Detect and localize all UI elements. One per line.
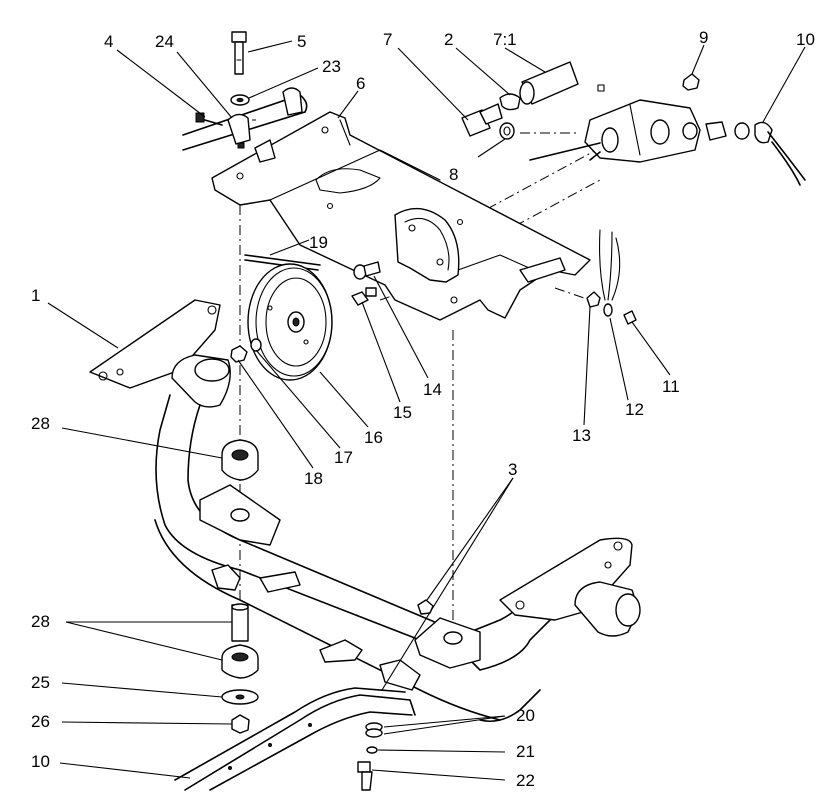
callout-7-1: 8 xyxy=(449,165,458,184)
callout-4: 4 xyxy=(104,32,113,51)
hose-10 xyxy=(754,121,806,186)
callout-13: 12 xyxy=(625,400,644,419)
hydraulic-pump xyxy=(529,84,701,163)
callout-8: 7:1 xyxy=(493,30,517,49)
nut-9 xyxy=(682,73,700,91)
callout-27: 26 xyxy=(31,712,50,731)
lockwasher-22 xyxy=(366,746,378,754)
hose-assembly xyxy=(461,61,579,140)
washer-26 xyxy=(221,689,259,705)
nut-27 xyxy=(231,714,250,734)
callout-18: 17 xyxy=(334,448,353,467)
callout-24: 23 xyxy=(322,57,341,76)
bolt-4 xyxy=(195,112,223,126)
callout-22: 21 xyxy=(516,742,535,761)
ground-wire xyxy=(586,229,637,325)
pin-15 xyxy=(353,261,381,280)
callout-labels: 4 24 5 23 6 7 2 7:1 8 9 10 19 1 28 18 17… xyxy=(31,28,815,790)
callout-15: 14 xyxy=(423,380,442,399)
nut-19 xyxy=(230,345,248,363)
callout-17: 16 xyxy=(364,428,383,447)
callout-1: 1 xyxy=(31,286,40,305)
isolator-28-lower xyxy=(221,603,259,679)
pulley-17 xyxy=(247,263,333,381)
callout-6: 6 xyxy=(356,74,365,93)
isolator-28-upper xyxy=(221,439,259,481)
callout-21: 20 xyxy=(516,706,535,725)
callout-3: 3 xyxy=(508,460,517,479)
pump-fittings xyxy=(682,121,750,141)
washer-24 xyxy=(230,94,250,106)
callout-5: 5 xyxy=(297,32,306,51)
callout-20: 19 xyxy=(309,233,328,252)
callout-26: 25 xyxy=(31,673,50,692)
leader-lines xyxy=(47,40,806,781)
callout-28-upper: 28 xyxy=(31,414,50,433)
callout-19: 18 xyxy=(304,469,323,488)
rail-11 xyxy=(174,659,421,791)
cross-shaft xyxy=(182,87,308,151)
washers-21 xyxy=(365,722,383,738)
callout-12: 11 xyxy=(662,377,680,396)
callout-9: 9 xyxy=(699,28,708,47)
callout-14: 13 xyxy=(572,426,591,445)
callout-16: 15 xyxy=(393,403,412,422)
callout-10: 10 xyxy=(796,30,815,49)
main-frame-1 xyxy=(89,299,641,723)
bolt-16 xyxy=(351,287,377,306)
pulley-guard-15 xyxy=(394,207,460,283)
clevis-pin-5 xyxy=(231,31,247,75)
bolt-23 xyxy=(357,761,373,791)
callout-28-lower: 28 xyxy=(31,612,50,631)
callout-23: 22 xyxy=(516,771,535,790)
callout-2: 2 xyxy=(444,30,453,49)
callout-7: 7 xyxy=(383,30,392,49)
callout-11: 10 xyxy=(31,752,50,771)
washer-18 xyxy=(250,338,262,352)
callout-25: 24 xyxy=(155,32,174,51)
